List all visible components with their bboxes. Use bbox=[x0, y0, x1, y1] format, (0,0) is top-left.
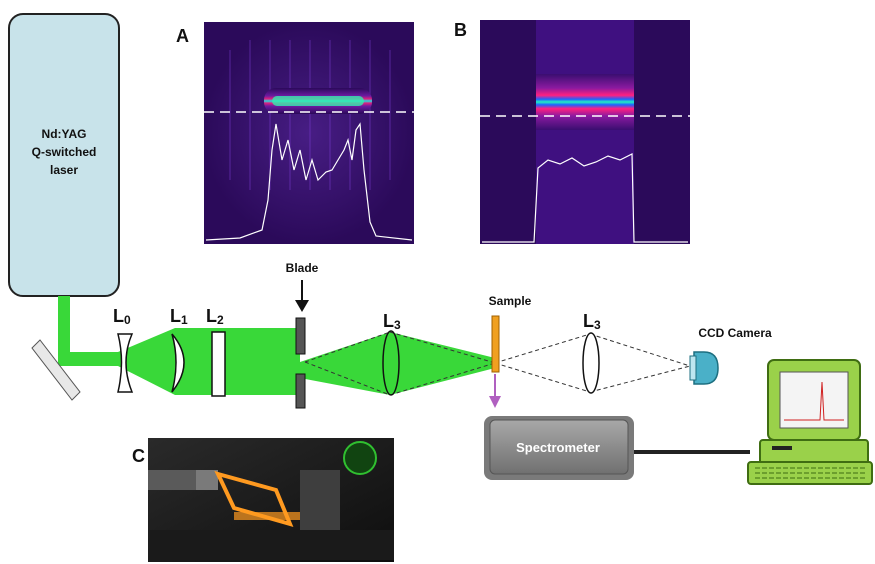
sample: Sample bbox=[489, 294, 532, 408]
blade-label: Blade bbox=[286, 261, 319, 275]
laser-source: Nd:YAG Q-switched laser bbox=[8, 13, 120, 297]
spectrometer: Spectrometer bbox=[484, 416, 634, 480]
ccd-camera: CCD Camera bbox=[689, 326, 772, 385]
beam-profile-panel-a: A bbox=[176, 22, 414, 244]
dashed-beam-outline bbox=[304, 331, 691, 396]
lens-l2: L2 bbox=[206, 306, 226, 397]
lens-l3-second-label: L3 bbox=[583, 311, 601, 332]
lens-l1-label: L1 bbox=[170, 306, 188, 327]
keyboard-keys bbox=[755, 467, 865, 479]
computer bbox=[747, 359, 873, 485]
ccd-camera-label: CCD Camera bbox=[698, 326, 772, 340]
lens-l2-label: L2 bbox=[206, 306, 224, 327]
mirror bbox=[31, 339, 81, 401]
panel-c-label: C bbox=[132, 446, 145, 466]
spectrometer-label: Spectrometer bbox=[516, 440, 600, 455]
lens-l3-second: L3 bbox=[582, 311, 601, 394]
panel-a-label: A bbox=[176, 26, 189, 46]
laser-label-line2: Q-switched bbox=[32, 145, 97, 159]
panel-b-label: B bbox=[454, 20, 467, 40]
lens-l0: L0 bbox=[113, 306, 134, 393]
lens-l1: L1 bbox=[170, 306, 188, 393]
laser-label-line1: Nd:YAG bbox=[42, 127, 87, 141]
laser-label-line3: laser bbox=[50, 163, 78, 177]
blade: Blade bbox=[286, 261, 319, 409]
photo-panel-c: C bbox=[132, 438, 394, 562]
lens-l3-first-label: L3 bbox=[383, 311, 401, 332]
laser-beam bbox=[58, 296, 495, 395]
sample-label: Sample bbox=[489, 294, 532, 308]
lens-l0-label: L0 bbox=[113, 306, 131, 327]
beam-profile-panel-b: B bbox=[454, 20, 690, 244]
lens-l3-first: L3 bbox=[382, 311, 401, 396]
